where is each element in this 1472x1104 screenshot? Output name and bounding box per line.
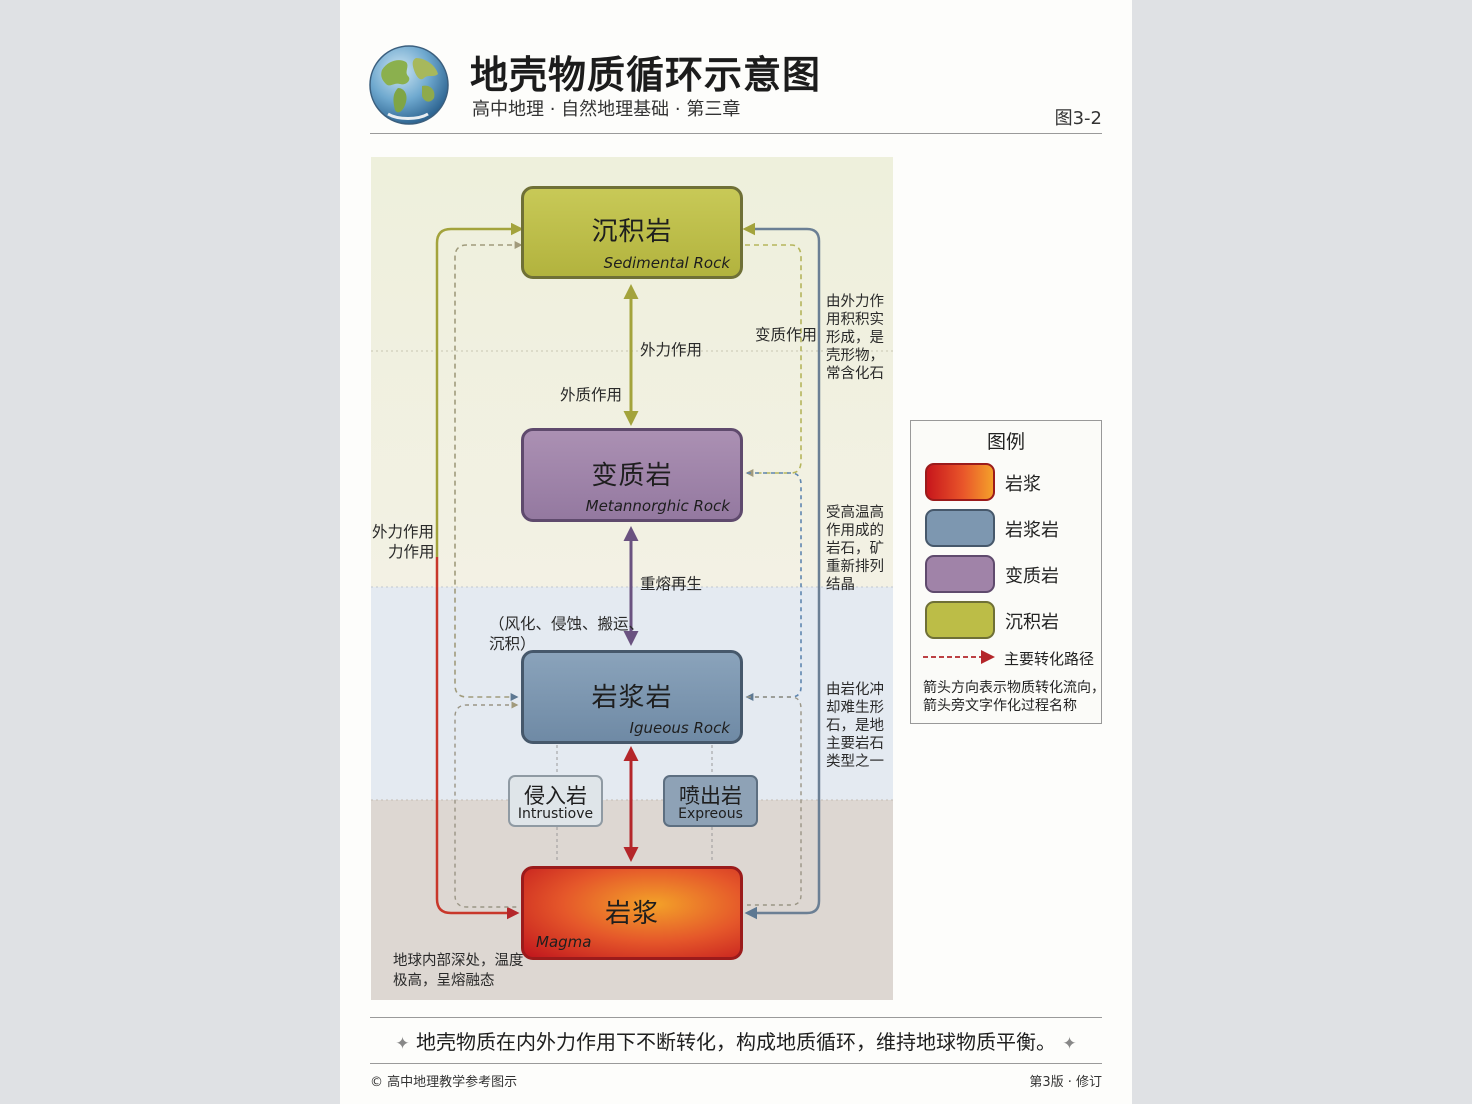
label-remelting: 重熔再生: [640, 575, 703, 593]
magma-name-en: Magma: [536, 933, 592, 951]
legend-swatch-sedimentary: [925, 601, 995, 639]
legend-note-line: 箭头方向表示物质转化流向，: [923, 680, 1105, 696]
copyright: © 高中地理教学参考图示: [370, 1075, 518, 1090]
legend-label-igneous: 岩浆岩: [1005, 520, 1059, 541]
label-left-line1: 外力作用: [372, 523, 435, 541]
legend-swatch-igneous: [925, 509, 995, 547]
globe-icon: [369, 45, 449, 125]
star-icon: ✦: [1062, 1034, 1077, 1054]
sedimentary-rock-box: 沉积岩 Sedimental Rock: [521, 186, 743, 279]
metamorphic-note: 受高温高 作用成的 岩石，矿 重新排列 结晶: [826, 504, 884, 594]
igneous-note: 由岩化冲 却难生形 石，是地 主要岩石 类型之一: [826, 681, 884, 771]
extrusive-rock-name: 喷出岩: [679, 784, 742, 808]
label-sed-met-upper: 外力作用: [640, 341, 703, 359]
legend-swatch-magma: [925, 463, 995, 501]
legend-label-metamorphic: 变质岩: [1005, 566, 1059, 587]
sedimentary-note-line: 由外力作: [826, 294, 884, 310]
metamorphic-note-line: 受高温高: [826, 505, 884, 521]
magma-name: 岩浆: [604, 899, 659, 929]
igneous-note-line: 主要岩石: [826, 736, 884, 752]
label-left-line2: 力作用: [388, 543, 435, 561]
intrusive-rock-name: 侵入岩: [524, 784, 587, 808]
magma-box: 岩浆 Magma: [521, 866, 743, 960]
intrusive-rock-name-en: Intrustiove: [517, 806, 594, 822]
legend: 图例 岩浆 岩浆岩 变质岩 沉积岩 主要转化路径 箭头方向表示物质转化流向， 箭…: [910, 420, 1105, 724]
legend-swatch-metamorphic: [925, 555, 995, 593]
legend-note-line: 箭头旁文字作化过程名称: [923, 698, 1077, 714]
sedimentary-note-line: 形成，是: [826, 330, 884, 346]
star-icon: ✦: [395, 1034, 410, 1054]
metamorphic-rock-name: 变质岩: [591, 461, 673, 491]
igneous-rock-name-en: Igueous Rock: [629, 719, 730, 737]
sedimentary-note: 由外力作 用积积实 形成，是 壳形物， 常含化石: [826, 293, 884, 383]
label-weathering-line2: 沉积）: [489, 635, 536, 653]
igneous-rock-box: 岩浆岩 Igueous Rock: [521, 650, 743, 744]
metamorphic-note-line: 结晶: [826, 577, 855, 593]
metamorphic-note-line: 岩石，矿: [826, 541, 884, 557]
igneous-note-line: 类型之一: [826, 754, 884, 770]
metamorphic-note-line: 作用成的: [826, 523, 884, 539]
figure-number: 图3-2: [1054, 108, 1102, 129]
extrusive-rock-name-en: Expreous: [678, 806, 743, 822]
sedimentary-note-line: 用积积实: [826, 312, 884, 328]
label-sed-met-lower: 外质作用: [560, 386, 623, 404]
footer-divider-bottom: [370, 1063, 1102, 1064]
legend-label-sedimentary: 沉积岩: [1005, 612, 1059, 633]
magma-note-line1: 地球内部深处，温度: [393, 953, 524, 969]
igneous-note-line: 由岩化冲: [826, 682, 884, 698]
page: 地壳物质循环示意图 高中地理 · 自然地理基础 · 第三章 图3-2: [340, 0, 1132, 1104]
extrusive-rock-box: 喷出岩 Expreous: [663, 775, 758, 827]
metamorphic-note-line: 重新排列: [826, 559, 884, 575]
label-metamorphism: 变质作用: [755, 326, 818, 344]
legend-note: 箭头方向表示物质转化流向， 箭头旁文字作化过程名称: [923, 679, 1105, 715]
magma-note-line2: 极高，呈熔融态: [393, 973, 495, 989]
metamorphic-rock-box: 变质岩 Metannorghic Rock: [521, 428, 743, 522]
rock-cycle-diagram: 沉积岩 Sedimental Rock 变质岩 Metannorghic Roc…: [371, 157, 893, 1000]
legend-path-arrow-icon: [923, 650, 995, 664]
intrusive-rock-box: 侵入岩 Intrustiove: [508, 775, 603, 827]
summary-text: 地壳物质在内外力作用下不断转化，构成地质循环，维持地球物质平衡。: [416, 1030, 1056, 1054]
sedimentary-note-line: 壳形物，: [826, 348, 884, 364]
igneous-rock-name: 岩浆岩: [591, 683, 673, 713]
sedimentary-rock-name-en: Sedimental Rock: [603, 254, 730, 272]
sedimentary-note-line: 常含化石: [826, 366, 884, 382]
legend-title: 图例: [986, 431, 1025, 453]
metamorphic-rock-name-en: Metannorghic Rock: [585, 497, 730, 515]
page-subtitle: 高中地理 · 自然地理基础 · 第三章: [472, 99, 741, 120]
igneous-note-line: 却难生形: [826, 700, 884, 716]
header-divider: [370, 133, 1102, 134]
sedimentary-rock-name: 沉积岩: [591, 217, 673, 247]
igneous-note-line: 石，是地: [826, 718, 884, 734]
page-title: 地壳物质循环示意图: [470, 53, 822, 97]
edition: 第3版 · 修订: [1029, 1075, 1102, 1090]
legend-path-label: 主要转化路径: [1004, 650, 1095, 668]
footer-divider-top: [370, 1017, 1102, 1018]
label-weathering-line1: （风化、侵蚀、搬运、: [489, 615, 645, 633]
summary-caption: ✦ 地壳物质在内外力作用下不断转化，构成地质循环，维持地球物质平衡。 ✦: [340, 1026, 1132, 1055]
legend-label-magma: 岩浆: [1005, 474, 1041, 495]
